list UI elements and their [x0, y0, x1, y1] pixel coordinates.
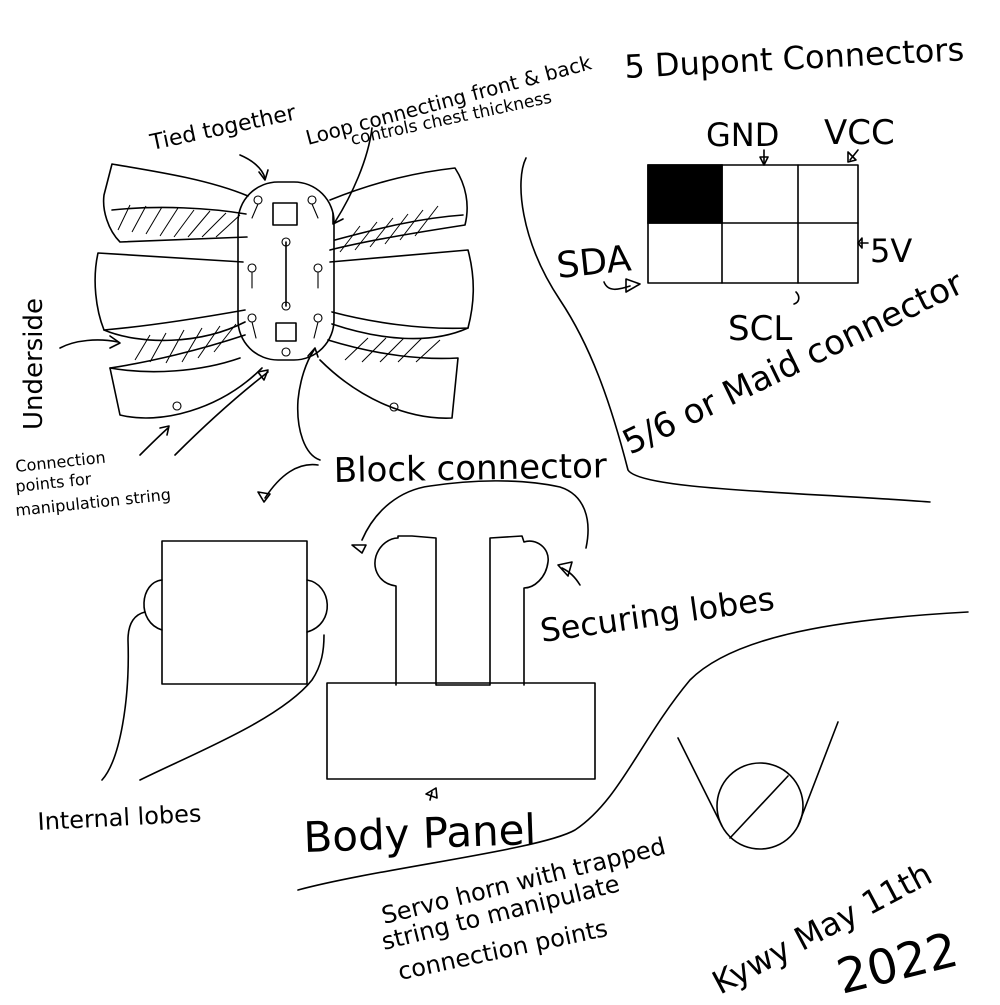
connector-body: [647, 164, 859, 284]
bottom-square: [275, 322, 297, 342]
block-connector-label: Block connector: [333, 446, 607, 491]
left-upper-petal: [102, 163, 249, 243]
connection-point-left: [172, 401, 182, 411]
internal-lobe-left: [143, 579, 163, 631]
left-middle-petal: [94, 252, 246, 331]
pillar-right: [489, 535, 549, 686]
dupont-connector-diagram: [520, 149, 931, 503]
scl-label: SCL: [728, 309, 792, 349]
sda-label: SDA: [555, 238, 634, 287]
underside-arrows: [59, 127, 373, 503]
right-upper-petal: [329, 167, 468, 251]
body-panel: [326, 682, 596, 780]
body-panel-label: Body Panel: [303, 805, 537, 862]
dupont-title: 5 Dupont Connectors: [623, 30, 965, 86]
lobe-block: [161, 540, 308, 685]
right-lower-petal: [319, 339, 459, 419]
right-lower-hatch: [344, 337, 441, 363]
securing-lobes-label: Securing lobes: [538, 579, 777, 649]
left-middle-hatch: [134, 323, 237, 364]
vcc-label: VCC: [824, 113, 895, 153]
pillar-left: [374, 535, 437, 686]
servo-horn-diagram: [297, 611, 969, 891]
gnd-label: GND: [706, 116, 779, 154]
central-plate: [237, 181, 335, 361]
servo-horn: [716, 762, 804, 850]
five-v-label: 5V: [870, 232, 912, 270]
underside-diagram: [94, 163, 475, 419]
internal-lobes-label: Internal lobes: [37, 799, 202, 836]
underside-label: Underside: [19, 298, 49, 430]
left-upper-hatch: [117, 204, 241, 238]
plate-pins: [247, 195, 323, 339]
top-square: [272, 202, 298, 226]
pin-1-marker: [647, 164, 723, 224]
connection-point-right: [389, 402, 399, 412]
block-connector-diagram: [101, 480, 596, 801]
right-middle-petal: [329, 249, 475, 330]
left-lower-petal: [109, 334, 263, 419]
internal-lobe-right: [306, 579, 329, 633]
right-upper-hatch: [339, 205, 439, 253]
tied-together-label: Tied together: [147, 100, 299, 156]
maid-connector-label: 5/6 or Maid connector: [616, 263, 969, 463]
